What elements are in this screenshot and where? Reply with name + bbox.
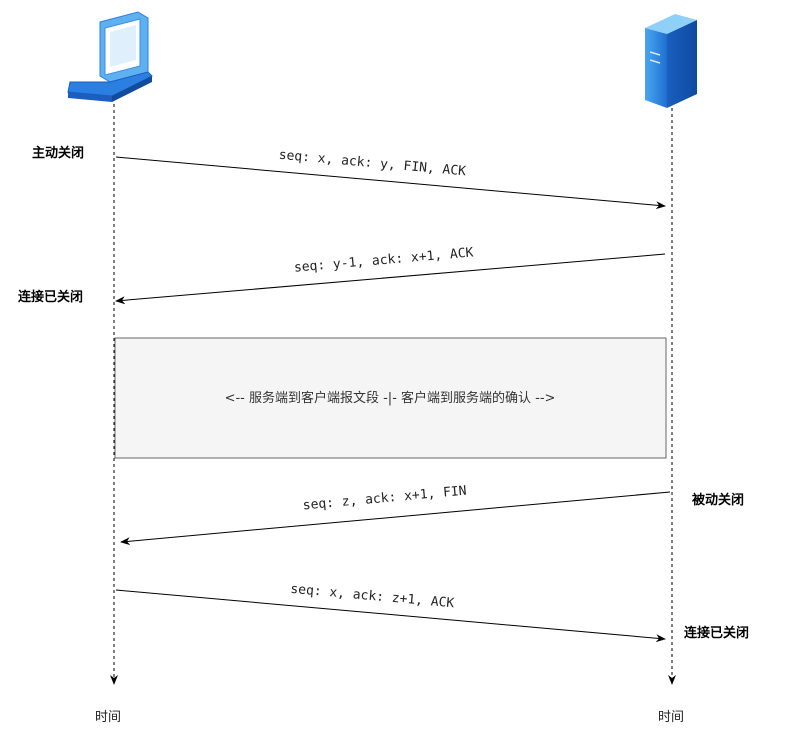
state-client-closed: 连接已关闭 xyxy=(18,289,83,305)
segment-gap-text: <-- 服务端到客户端报文段 -|- 客户端到服务端的确认 --> xyxy=(225,390,556,406)
message-label-3: seq: z, ack: x+1, FIN xyxy=(302,484,467,514)
state-passive-close: 被动关闭 xyxy=(691,492,744,508)
state-server-closed: 连接已关闭 xyxy=(684,625,749,641)
segment-gap-box xyxy=(114,337,667,459)
state-active-close: 主动关闭 xyxy=(32,145,84,161)
message-arrow-1 xyxy=(115,156,666,210)
message-arrow-2 xyxy=(115,253,666,305)
message-label-4: seq: x, ack: z+1, ACK xyxy=(290,582,455,612)
message-arrow-3 xyxy=(120,491,671,546)
server-time-label: 时间 xyxy=(658,710,684,725)
message-arrow-4 xyxy=(115,589,666,643)
laptop-icon xyxy=(67,11,153,102)
message-label-2: seq: y-1, ack: x+1, ACK xyxy=(293,245,474,275)
server-icon xyxy=(645,14,697,108)
client-time-label: 时间 xyxy=(95,710,121,725)
message-label-1: seq: x, ack: y, FIN, ACK xyxy=(278,148,467,180)
